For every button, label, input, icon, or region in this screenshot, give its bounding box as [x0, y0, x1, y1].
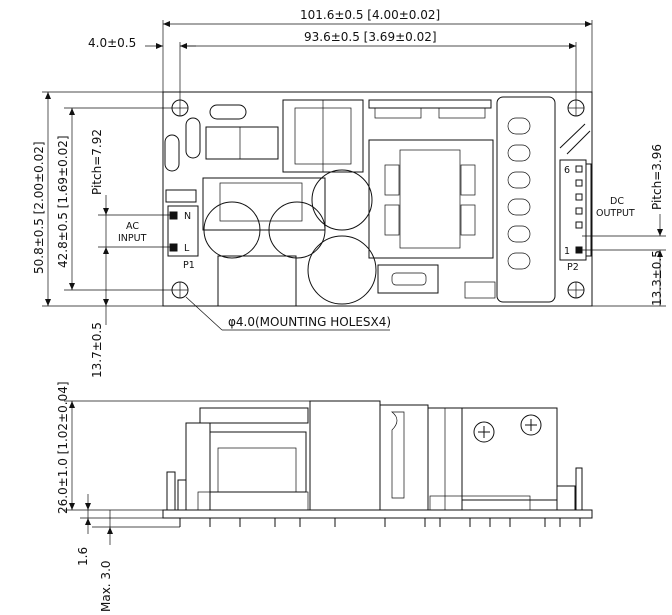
ac-input-connector-p1: N L P1 AC INPUT: [118, 205, 199, 271]
dim-total-width: 101.6±0.5 [4.00±0.02]: [300, 8, 440, 22]
top-view: N L P1 AC INPUT 6 1 P2 DC OUTPUT: [32, 8, 666, 378]
side-solder-pins: [179, 518, 581, 527]
top-components: [164, 96, 591, 307]
side-components: [166, 400, 583, 511]
ac-connector-label: P1: [183, 260, 195, 271]
dim-board-thickness: 1.6: [76, 547, 90, 566]
dim-hole-pitch: 93.6±0.5 [3.69±0.02]: [304, 30, 437, 44]
dim-dc-pitch: Pitch=3.96: [650, 144, 664, 210]
dim-hole-vpitch: 42.8±0.5 [1.69±0.02]: [56, 135, 70, 268]
dc-connector-label: P2: [567, 262, 579, 273]
dim-pin-length: Max. 3.0: [99, 560, 113, 612]
dim-total-height: 50.8±0.5 [2.00±0.02]: [32, 141, 46, 274]
ac-pin-n-label: N: [184, 211, 191, 222]
dc-output-label-2: OUTPUT: [596, 208, 635, 219]
dc-pin-1-label: 1: [564, 246, 570, 257]
dc-output-label-1: DC: [610, 196, 624, 207]
ac-input-label-1: AC: [126, 221, 139, 232]
ac-input-label-2: INPUT: [118, 233, 147, 244]
dim-hole-offset: 4.0±0.5: [88, 36, 136, 50]
ac-pin-l-label: L: [184, 243, 190, 254]
dim-side-height: 26.0±1.0 [1.02±0.04]: [56, 381, 70, 514]
side-pcb: [162, 509, 593, 519]
mounting-holes-note: φ4.0(MOUNTING HOLESX4): [228, 315, 391, 329]
dim-ac-pitch: Pitch=7.92: [90, 129, 104, 195]
pcb-outline: [162, 91, 593, 307]
dc-output-connector-p2: 6 1 P2 DC OUTPUT: [559, 159, 635, 273]
dc-pin-6-label: 6: [564, 165, 570, 176]
dim-dc-offset: 13.3±0.5: [650, 250, 664, 306]
side-view: 26.0±1.0 [1.02±0.04] 1.6 Max. 3.0: [56, 381, 593, 612]
dim-ac-offset: 13.7±0.5: [90, 322, 104, 378]
